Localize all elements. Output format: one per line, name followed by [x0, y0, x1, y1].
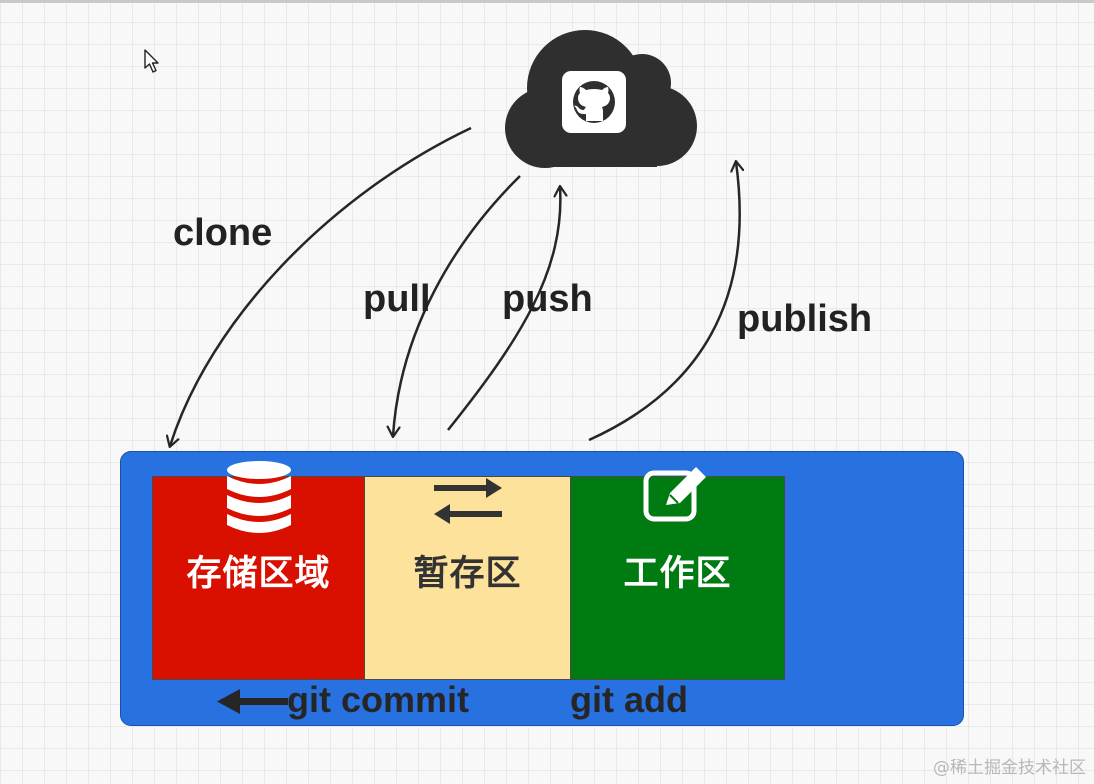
storage-zone: 存储区域 — [152, 461, 365, 680]
publish-arrow — [588, 162, 740, 442]
git-commit-label: git commit — [287, 679, 470, 720]
staging-zone: 暂存区 — [364, 476, 571, 680]
staging-zone-label: 暂存区 — [413, 554, 522, 594]
github-logo-icon — [573, 81, 615, 123]
swap-arrows-icon — [433, 478, 502, 524]
push-label: push — [502, 278, 593, 320]
top-border — [0, 0, 1094, 3]
edit-icon — [643, 467, 706, 522]
working-zone-label: 工作区 — [623, 554, 732, 594]
publish-label: publish — [737, 298, 873, 340]
storage-zone-label: 存储区域 — [186, 554, 331, 594]
clone-label: clone — [173, 212, 273, 254]
working-zone: 工作区 — [570, 467, 785, 680]
pull-label: pull — [363, 278, 431, 320]
database-icon — [226, 461, 291, 533]
git-add-label: git add — [570, 679, 688, 720]
watermark: @稀土掘金技术社区 — [933, 758, 1086, 778]
mouse-cursor-icon — [144, 49, 159, 73]
